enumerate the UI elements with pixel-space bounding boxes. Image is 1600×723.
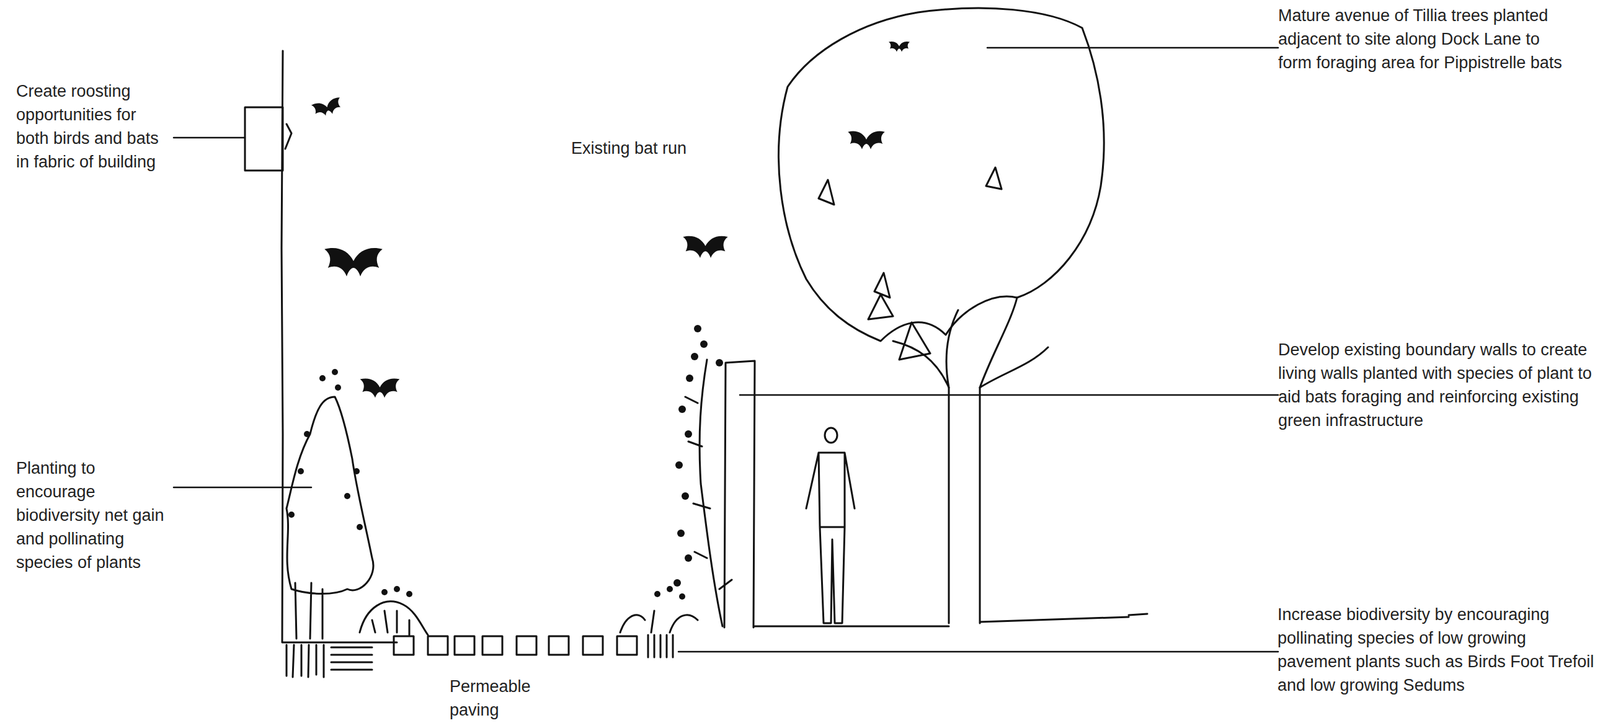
living-wall-climber (685, 359, 732, 627)
person-figure (806, 427, 855, 624)
tillia-tree (778, 8, 1148, 624)
annotation-text: Increase biodiversity by encouraging pol… (1277, 602, 1600, 698)
annotation-text: Permeable paving (449, 674, 543, 722)
roost-box (244, 107, 283, 171)
annotation-text: Create roosting opportunities for both b… (16, 79, 172, 174)
annotation-text: Mature avenue of Tillia trees planted ad… (1278, 3, 1576, 75)
annotation-text: Develop existing boundary walls to creat… (1278, 337, 1600, 433)
boundary-wall (724, 360, 949, 628)
planting-shrub (286, 396, 374, 639)
leader-lines (173, 47, 1279, 652)
bats (311, 41, 910, 399)
ground-hatch (282, 642, 397, 678)
paving-blocks (393, 635, 673, 658)
annotation-text: Planting to encourage biodiversity net g… (16, 456, 175, 575)
annotation-text: Existing bat run (571, 136, 770, 160)
climber-leaves (288, 324, 724, 600)
